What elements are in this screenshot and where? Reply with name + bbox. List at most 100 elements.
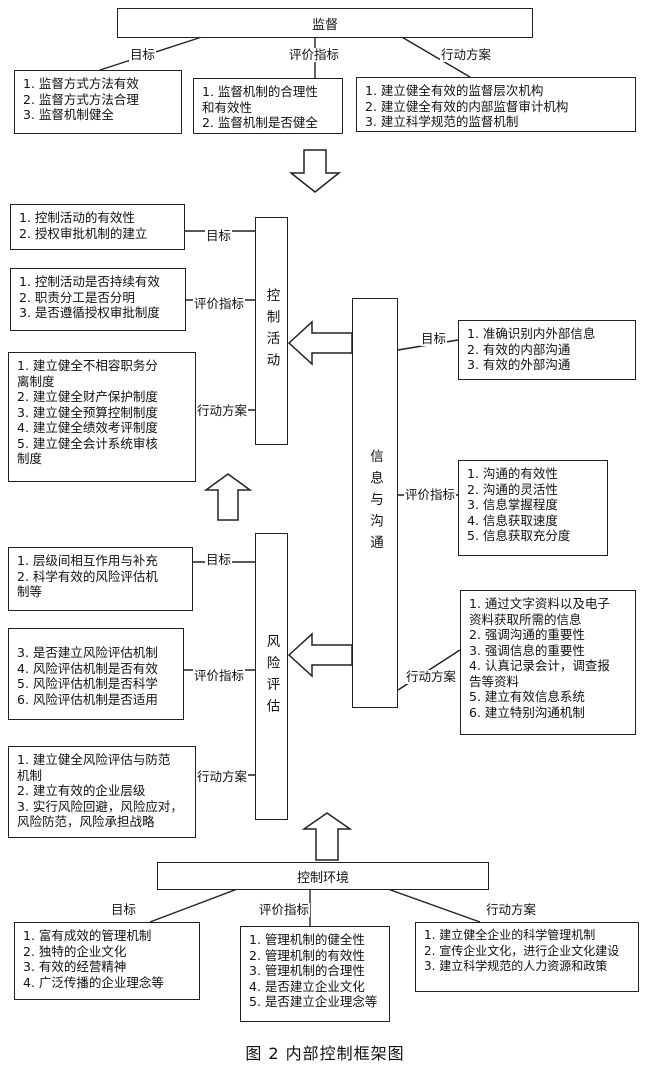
list-item: 2. 监督机制是否健全 [202,115,318,130]
figure-caption: 图 2 内部控制框架图 [245,1044,405,1063]
list-item: 1. 建立健全企业的科学管理机制 [424,928,596,942]
list-item: 和有效性 [202,99,253,115]
list-item: 1. 建立健全有效的监督层次机构 [365,83,544,98]
control-activity-indicators-box: 1. 控制活动是否持续有效 2. 职责分工是否分明 3. 是否遵循授权审批制度 [10,268,186,331]
list-item: 离制度 [17,373,55,389]
supervision-action-label: 行动方案 [440,47,493,62]
list-item: 1. 监督方式方法有效 [23,76,139,91]
list-item: 3. 有效的经营精神 [23,959,127,974]
supervision-goals-box: 1. 监督方式方法有效 2. 监督方式方法合理 3. 监督机制健全 [14,70,182,134]
list-item: 2. 独特的企业文化 [23,943,127,959]
control-env-goals-box: 1. 富有成效的管理机制 2. 独特的企业文化 3. 有效的经营精神 4. 广泛… [14,922,200,1000]
control-activity-title: 控制活动 [263,288,280,374]
list-item: 2. 科学有效的风险评估机 [17,568,158,584]
info-comm-action-label: 行动方案 [405,669,458,684]
list-item: 1. 层级间相互作用与补充 [17,553,158,568]
list-item: 2. 强调沟通的重要性 [469,627,585,642]
risk-assessment-box: 风险评估 [255,533,288,820]
risk-assessment-goal-label: 目标 [205,552,233,567]
control-activity-goal-label: 目标 [205,228,233,243]
list-item: 1. 建立健全风险评估与防范 [17,752,171,767]
list-item: 4. 风险评估机制是否有效 [17,660,158,676]
list-item: 4. 是否建立企业文化 [249,978,365,994]
list-item: 2. 建立健全财产保护制度 [17,389,158,404]
list-item: 1. 管理机制的健全性 [249,932,365,947]
list-item: 1. 通过文字资料以及电子 [469,596,610,611]
flow-arrows [203,149,353,861]
risk-assessment-actions-box: 1. 建立健全风险评估与防范 机制 2. 建立有效的企业层级 3. 实行风险回避… [8,746,196,838]
list-item: 5. 是否建立企业理念等 [249,994,378,1009]
supervision-title: 监督 [311,17,338,33]
risk-assessment-goals-box: 1. 层级间相互作用与补充 2. 科学有效的风险评估机 制等 [8,547,193,611]
list-item: 2. 职责分工是否分明 [19,289,135,305]
list-item: 2. 管理机制的有效性 [249,947,365,963]
list-item: 告等资料 [469,673,520,689]
control-env-action-label: 行动方案 [485,902,538,917]
info-comm-box: 信息与沟通 [352,298,398,708]
list-item: 4. 信息获取速度 [467,512,558,528]
arrow-up-icon [301,812,353,861]
supervision-actions-box: 1. 建立健全有效的监督层次机构 2. 建立健全有效的内部监督审计机构 3. 建… [356,77,636,132]
list-item: 3. 建立科学规范的人力资源和政策 [424,959,608,973]
list-item: 制等 [17,584,43,599]
list-item: 2. 监督方式方法合理 [23,91,139,107]
list-item: 4. 建立健全绩效考评制度 [17,420,158,435]
arrow-left-icon [287,320,353,366]
list-item: 2. 有效的内部沟通 [467,341,571,357]
list-item: 资料获取所需的信息 [469,611,582,627]
list-item: 风险防范，风险承担战略 [17,814,155,829]
info-comm-actions-box: 1. 通过文字资料以及电子 资料获取所需的信息 2. 强调沟通的重要性 3. 强… [460,590,636,735]
list-item: 3. 是否遵循授权审批制度 [19,305,160,320]
list-item: 4. 广泛传播的企业理念等 [23,974,164,990]
list-item: 5. 建立健全会计系统审核 [17,435,158,451]
list-item: 3. 有效的外部沟通 [467,357,571,372]
control-env-indicators-box: 1. 管理机制的健全性 2. 管理机制的有效性 3. 管理机制的合理性 4. 是… [240,926,390,1022]
risk-assessment-indicators-box: 3. 是否建立风险评估机制 4. 风险评估机制是否有效 5. 风险评估机制是否科… [8,628,184,720]
list-item: 1. 控制活动的有效性 [19,210,135,225]
supervision-indicator-label: 评价指标 [288,47,341,62]
control-activity-actions-box: 1. 建立健全不相容职务分 离制度 2. 建立健全财产保护制度 3. 建立健全预… [8,352,196,482]
list-item: 3. 管理机制的合理性 [249,963,365,978]
supervision-goal-label: 目标 [129,47,157,62]
list-item: 1. 控制活动是否持续有效 [19,274,160,289]
list-item: 制度 [17,451,43,466]
arrow-left-icon [287,632,353,678]
control-activity-indicator-label: 评价指标 [193,296,246,311]
list-item: 3. 监督机制健全 [23,107,114,122]
list-item: 2. 沟通的灵活性 [467,481,558,497]
control-env-actions-box: 1. 建立健全企业的科学管理机制 2. 宣传企业文化，进行企业文化建设 3. 建… [415,922,639,992]
list-item: 6. 建立特别沟通机制 [469,704,585,720]
control-activity-box: 控制活动 [255,217,288,445]
list-item: 5. 建立有效信息系统 [469,689,585,704]
control-env-title: 控制环境 [296,870,349,886]
arrow-up-icon [203,473,253,521]
info-comm-indicator-label: 评价指标 [404,487,457,502]
list-item: 3. 建立健全预算控制制度 [17,404,158,420]
list-item: 5. 风险评估机制是否科学 [17,676,158,691]
control-env-indicator-label: 评价指标 [258,902,311,917]
list-item: 1. 监督机制的合理性 [202,84,318,99]
list-item: 2. 建立健全有效的内部监督审计机构 [365,98,569,114]
info-comm-title: 信息与沟通 [367,449,383,557]
info-comm-goal-label: 目标 [420,331,448,346]
list-item: 6. 风险评估机制是否适用 [17,691,158,707]
control-activity-goals-box: 1. 控制活动的有效性 2. 授权审批机制的建立 [10,204,185,250]
control-env-title-box: 控制环境 [157,862,489,890]
list-item: 3. 建立科学规范的监督机制 [365,114,519,129]
list-item: 3. 实行风险回避，风险应对， [17,798,183,814]
list-item: 5. 信息获取充分度 [467,528,571,543]
supervision-indicators-box: 1. 监督机制的合理性 和有效性 2. 监督机制是否健全 [193,78,343,134]
list-item: 2. 宣传企业文化，进行企业文化建设 [424,943,620,958]
info-comm-indicators-box: 1. 沟通的有效性 2. 沟通的灵活性 3. 信息掌握程度 4. 信息获取速度 … [458,460,608,556]
risk-assessment-indicator-label: 评价指标 [193,668,246,683]
supervision-title-box: 监督 [117,8,533,38]
list-item: 3. 强调信息的重要性 [469,642,585,658]
list-item: 3. 是否建立风险评估机制 [17,645,158,660]
list-item: 1. 准确识别内外部信息 [467,326,596,341]
info-comm-goals-box: 1. 准确识别内外部信息 2. 有效的内部沟通 3. 有效的外部沟通 [458,320,636,380]
control-env-goal-label: 目标 [110,902,138,917]
list-item: 机制 [17,767,43,783]
list-item: 2. 授权审批机制的建立 [19,225,148,241]
list-item: 1. 建立健全不相容职务分 [17,358,158,373]
list-item: 4. 认真记录会计，调查报 [469,658,610,673]
